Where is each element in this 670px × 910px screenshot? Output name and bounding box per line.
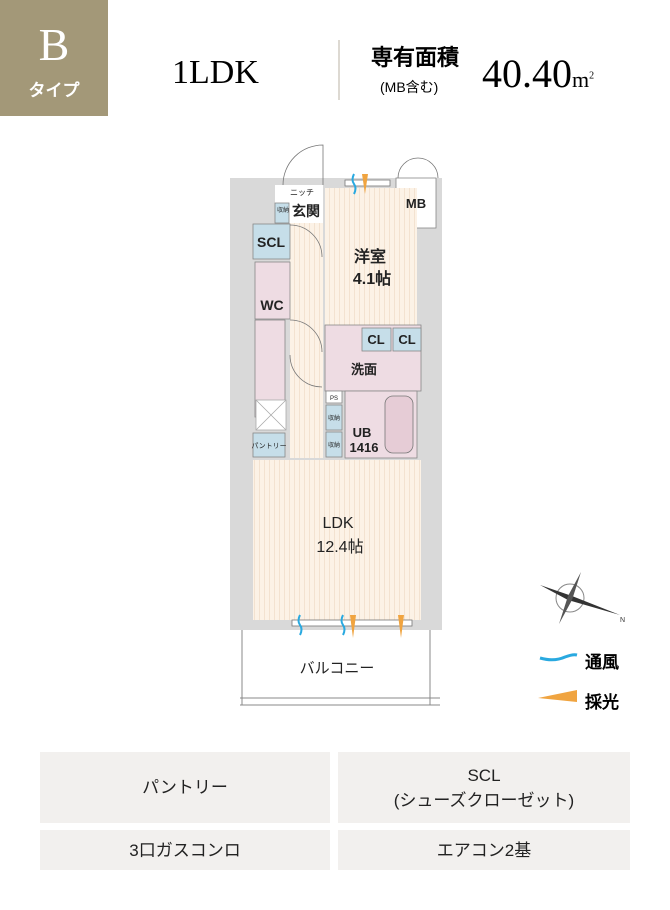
area-note: (MB含む)	[380, 79, 439, 95]
wind-legend-icon	[539, 653, 578, 662]
area-unit: m2	[572, 67, 594, 92]
type-letter: B	[38, 19, 70, 70]
ldk-label: LDK	[322, 515, 353, 532]
light-markers	[350, 174, 404, 638]
type-badge: B タイプ	[0, 0, 108, 116]
wind-legend-label: 通風	[585, 653, 619, 672]
ub-label: UB	[353, 425, 372, 440]
layout-type: 1LDK	[172, 54, 259, 91]
storage-entrance	[274, 202, 290, 224]
feature-text: SCL	[467, 765, 501, 785]
area-value: 40.40	[482, 51, 572, 96]
area-unit-sup: 2	[589, 70, 595, 82]
entrance-label: 玄関	[292, 203, 320, 219]
north-label: N	[620, 617, 625, 624]
hallway	[290, 223, 323, 458]
storage-2	[325, 431, 343, 458]
ub-size: 1416	[350, 440, 379, 455]
wc-label: WC	[260, 297, 283, 313]
mb-label: MB	[406, 196, 426, 211]
storage-label-2: 収納	[328, 441, 340, 449]
light-legend-icon	[538, 690, 577, 702]
area-value-wrap: 40.40m2	[482, 50, 594, 97]
scl-area	[252, 223, 291, 260]
mb-door	[397, 157, 439, 179]
cl-label-1: CL	[367, 332, 384, 347]
cl-label-2: CL	[398, 332, 415, 347]
bathtub-icon	[384, 395, 414, 454]
storage-label-entrance: 収納	[277, 206, 289, 214]
feature-text: エアコン2基	[436, 840, 532, 860]
feature-cell: エアコン2基	[338, 830, 630, 870]
pantry-area	[252, 432, 286, 458]
cl-area-1	[361, 327, 392, 352]
feature-text: 3口ガスコンロ	[129, 840, 241, 860]
area-unit-m: m	[572, 67, 590, 92]
feature-text: パントリー	[142, 778, 228, 797]
wc-area	[254, 261, 291, 320]
cl-area-2	[392, 327, 422, 352]
feature-text-sub: (シューズクローゼット)	[393, 790, 575, 810]
western-room-size: 4.1帖	[353, 269, 391, 288]
feature-cell: 3口ガスコンロ	[40, 830, 330, 870]
compass-icon: N	[540, 572, 625, 624]
light-legend-label: 採光	[585, 693, 619, 712]
western-room-label: 洋室	[354, 247, 386, 266]
niche-label: ニッチ	[290, 188, 314, 197]
storage-label-1: 収納	[328, 414, 340, 422]
scl-label: SCL	[257, 234, 285, 250]
divider	[338, 40, 340, 100]
entrance-door	[282, 144, 324, 186]
ldk-size: 12.4帖	[316, 538, 363, 556]
balcony-label: バルコニー	[300, 660, 375, 677]
ps-label: PS	[330, 396, 338, 402]
room-labels: ニッチ 玄関 収納 MB SCL WC 洋室 4.1帖 CL CL 洗面 PS …	[251, 188, 426, 677]
feature-cell: SCL (シューズクローゼット)	[338, 752, 630, 823]
type-label: タイプ	[28, 81, 80, 100]
area-label: 専有面積	[371, 45, 460, 70]
pantry-label: パントリー	[251, 442, 286, 450]
storage-1	[325, 404, 343, 431]
ps-area	[325, 390, 343, 404]
wind-markers	[297, 173, 357, 636]
western-room-ext	[325, 188, 395, 233]
feature-cell: パントリー	[40, 752, 330, 823]
ldk-area	[253, 460, 421, 620]
balcony-area	[240, 630, 440, 705]
washroom-label: 洗面	[351, 362, 377, 377]
